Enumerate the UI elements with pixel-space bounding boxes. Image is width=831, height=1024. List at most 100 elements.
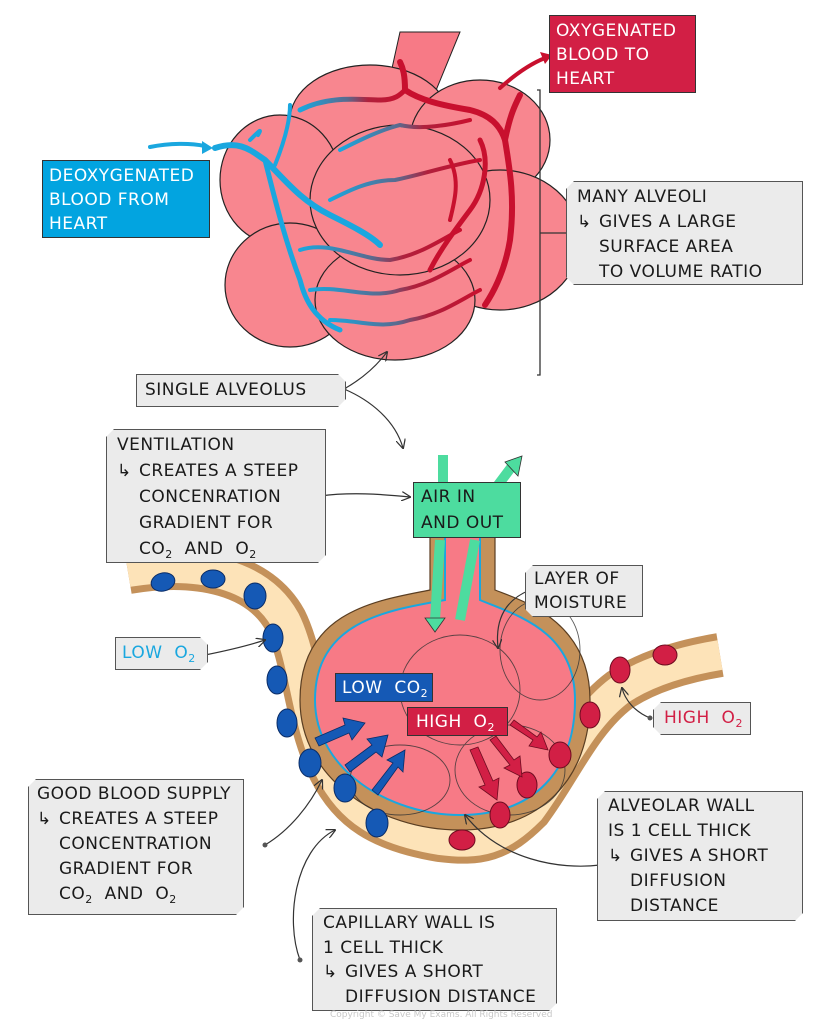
pointer-capillary-wall: [292, 830, 335, 961]
rbc-red: [516, 771, 538, 799]
label-line: BLOOD FROM: [49, 190, 170, 210]
label-line: CO2 AND O2: [139, 539, 257, 561]
oxygenated-vessel: [448, 158, 458, 222]
rbc-blue: [243, 582, 267, 610]
label-text: HIGH O: [416, 712, 488, 732]
good-blood-supply-label: GOOD BLOOD SUPPLY ↳CREATES A STEEP CONCE…: [28, 779, 244, 915]
label-line: CREATES A STEEP: [139, 461, 299, 481]
many-alveoli-label: MANY ALVEOLI ↳GIVES A LARGE SURFACE AREA…: [566, 181, 803, 285]
label-line: CONCENTRATION: [59, 834, 213, 854]
label-line: TO VOLUME RATIO: [599, 262, 763, 282]
label-line: HEART: [49, 214, 108, 234]
red-blood-cells-deoxygenated: [150, 569, 389, 838]
rbc-blue: [333, 773, 357, 803]
subscript: 2: [735, 717, 743, 730]
label-text: LOW CO: [342, 678, 421, 698]
oxygenated-blood-label: OXYGENATED BLOOD TO HEART: [549, 15, 696, 93]
low-o2-label: LOW O2: [115, 637, 208, 670]
label-line: SURFACE AREA: [599, 237, 734, 257]
mixed-vessel: [338, 118, 472, 152]
low-co2-label: LOW CO2: [335, 673, 433, 702]
rbc-blue: [200, 569, 226, 589]
oxygenated-vessel: [502, 92, 523, 143]
red-blood-cells-oxygenated: [448, 644, 678, 851]
label-title: ALVEOLAR WALL: [608, 796, 755, 816]
pointer-good-blood-supply: [264, 780, 322, 846]
pointer-low-o2: [204, 640, 265, 656]
ventilation-label: VENTILATION ↳CREATES A STEEP CONCENRATIO…: [106, 429, 326, 563]
mixed-vessel: [298, 228, 462, 262]
rbc-red: [609, 656, 631, 684]
label-line: CONCENRATION: [139, 487, 282, 507]
hook-arrow-icon: ↳: [37, 809, 52, 829]
label-title: MANY ALVEOLI: [577, 187, 708, 207]
label-line: OXYGENATED: [556, 21, 677, 41]
connector-dot: [297, 957, 303, 963]
oxygenated-outflow-arrow: [498, 56, 547, 90]
oxygenated-vessel: [402, 87, 516, 308]
label-line: DIFFUSION: [630, 871, 727, 891]
subscript: 2: [188, 652, 196, 665]
label-line: GIVES A SHORT: [345, 962, 484, 982]
deoxygenated-vessel: [248, 103, 292, 167]
pointer-alveolar-wall: [465, 815, 601, 867]
pointer-to-alveolus: [343, 388, 403, 448]
alveolar-wall-label: ALVEOLAR WALL IS 1 CELL THICK ↳ GIVES A S…: [597, 791, 803, 921]
subscript: 2: [487, 721, 495, 734]
label-line: AIR IN: [421, 487, 476, 507]
label-text: LOW O: [122, 643, 189, 663]
label-text: SINGLE ALVEOLUS: [145, 380, 307, 400]
capillary-lumen: [125, 553, 723, 857]
rbc-blue: [262, 623, 284, 653]
connector-dot: [647, 715, 653, 721]
deoxygenated-vessel: [212, 142, 383, 248]
rbc-red: [448, 829, 476, 851]
mixed-vessel: [328, 288, 482, 327]
label-line: MOISTURE: [534, 593, 628, 613]
label-line: GIVES A SHORT: [630, 846, 769, 866]
o2-arrow: [469, 746, 500, 801]
label-line: CREATES A STEEP: [59, 809, 219, 829]
rbc-red: [548, 741, 572, 769]
label-line: LAYER OF: [534, 569, 620, 589]
connector-dot: [262, 842, 268, 848]
air-out-arrowhead: [504, 455, 523, 477]
o2-diffusion-arrows: [469, 719, 549, 801]
label-line: DEOXYGENATED: [49, 166, 195, 186]
alveolus-sac: [309, 124, 491, 276]
deoxygenated-inflow-arrow: [148, 141, 207, 149]
label-line: DISTANCE: [630, 896, 719, 916]
alveoli-cluster: [148, 31, 581, 376]
label-line: GIVES A LARGE: [599, 212, 737, 232]
inflow-arrowhead: [202, 141, 213, 154]
hook-arrow-icon: ↳: [608, 846, 623, 866]
high-o2-inner-label: HIGH O2: [407, 707, 508, 736]
single-alveolus-label: SINGLE ALVEOLUS: [136, 374, 346, 407]
label-title: 1 CELL THICK: [323, 937, 444, 958]
label-line: GRADIENT FOR: [139, 513, 274, 533]
air-in-arrowhead: [424, 617, 446, 633]
oxygenated-vessel: [397, 59, 408, 93]
co2-arrow: [371, 749, 406, 796]
oxygenated-vessel: [427, 137, 488, 273]
hook-arrow-icon: ↳: [323, 962, 338, 982]
co2-diffusion-arrows: [314, 717, 406, 796]
capillary-wall-label: CAPILLARY WALL IS 1 CELL THICK ↳GIVES A …: [312, 908, 557, 1011]
hook-arrow-icon: ↳: [117, 461, 132, 481]
label-line: GRADIENT FOR: [59, 859, 194, 879]
pointer-to-cluster: [343, 352, 387, 390]
mixed-vessel: [308, 258, 472, 296]
rbc-blue: [276, 708, 298, 738]
rbc-red: [579, 701, 601, 729]
o2-arrow: [509, 719, 549, 751]
rbc-red: [652, 644, 678, 666]
pointer-high-o2: [622, 688, 651, 719]
mixed-vessel: [297, 87, 408, 113]
label-title: IS 1 CELL THICK: [608, 821, 752, 841]
co2-arrow: [314, 717, 366, 747]
rbc-blue: [298, 748, 322, 778]
pointer-moisture: [497, 589, 531, 648]
co2-arrow: [344, 734, 389, 773]
label-line: BLOOD TO: [556, 45, 650, 65]
rbc-blue: [150, 572, 176, 592]
